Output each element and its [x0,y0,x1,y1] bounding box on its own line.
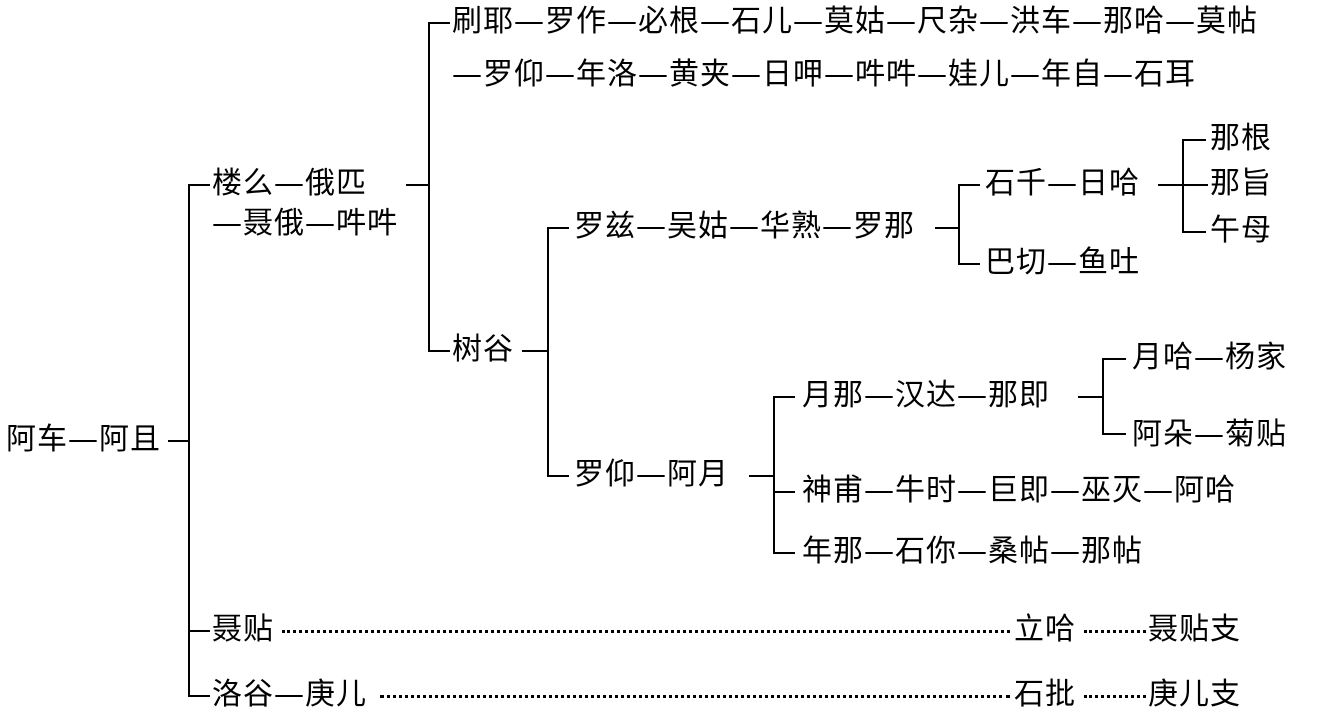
connector-line [428,22,430,351]
shugu-node: 树谷 [452,332,514,367]
connector-line [1182,139,1184,232]
connector-line [773,396,775,554]
connector-line [428,350,450,352]
branch3-end-node: 庚儿支 [1148,677,1241,712]
shenfu-node: 神甫—牛时—巨即—巫灭—阿哈 [802,473,1236,508]
connector-line [773,552,795,554]
shiqian-node: 石千—日哈 [985,166,1140,201]
connector-line [1102,358,1104,435]
luozi-node: 罗兹—吴姑—华熟—罗那 [574,209,915,244]
branch1-node-cont: —聂俄—吽吽 [212,206,398,241]
connector-line [188,184,190,697]
connector-line [547,227,569,229]
connector-line [1182,231,1206,233]
nianna-node: 年那—石你—桑帖—那帖 [802,534,1143,569]
connector-line [773,491,795,493]
branch3-node: 洛谷—庚儿 [212,677,367,712]
dotted-line [380,695,1010,698]
connector-line [188,630,210,632]
leaf-node: 月哈—杨家 [1132,340,1287,375]
connector-line [958,184,960,264]
baqie-node: 巴切—鱼吐 [985,245,1140,280]
connector-line [1078,396,1104,398]
lineage-node: 刷耶—罗作—必根—石儿—莫姑—尺杂—洪车—那哈—莫帖 [452,4,1258,39]
dotted-line [282,630,1010,633]
connector-line [1102,358,1126,360]
connector-line [935,227,960,229]
connector-line [406,184,430,186]
connector-line [958,184,980,186]
lineage-node-cont: —罗仰—年洛—黄夹—日呷—吽吽—娃儿—年自—石耳 [452,57,1196,92]
connector-line [168,440,190,442]
leaf-node: 那旨 [1210,166,1272,201]
connector-line [958,263,980,265]
luoyang-node: 罗仰—阿月 [574,457,729,492]
connector-line [188,184,210,186]
connector-line [773,396,795,398]
branch2-node: 聂贴 [212,612,274,647]
root-node: 阿车—阿且 [6,422,161,457]
leaf-node: 那根 [1210,121,1272,156]
branch2-mid-node: 立哈 [1014,612,1076,647]
connector-line [547,475,569,477]
branch2-end-node: 聂贴支 [1148,612,1241,647]
branch3-mid-node: 石批 [1014,677,1076,712]
dotted-line [1084,695,1146,698]
dotted-line [1084,630,1146,633]
connector-line [522,350,549,352]
connector-line [1102,433,1126,435]
connector-line [428,22,450,24]
connector-line [547,227,549,476]
connector-line [749,475,775,477]
leaf-node: 阿朵—菊贴 [1132,417,1287,452]
connector-line [188,695,210,697]
leaf-node: 午母 [1210,213,1272,248]
branch1-node: 楼么—俄匹 [212,166,367,201]
yuena-node: 月那—汉达—那即 [802,378,1050,413]
connector-line [1182,139,1206,141]
